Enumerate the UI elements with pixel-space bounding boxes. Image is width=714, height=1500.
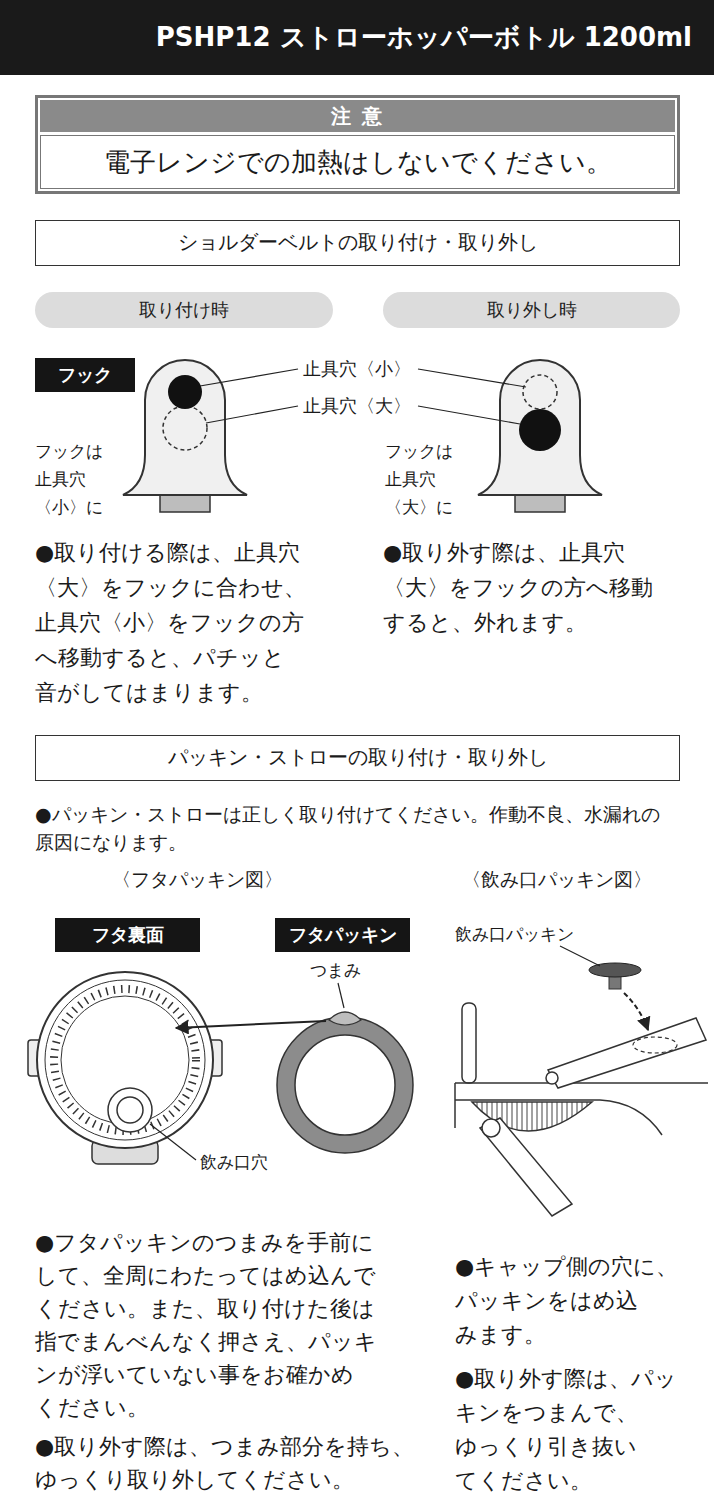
step-pill: 取り付け時 (35, 292, 333, 328)
figure-caption: 〈飲み口パッキン図〉 (462, 866, 652, 892)
section-heading: ショルダーベルトの取り付け・取り外し (35, 220, 680, 266)
gasket-knob (329, 1012, 361, 1025)
gasket-seat (633, 1037, 677, 1053)
box-text: 電子レンジでの加熱はしないでください。 (40, 135, 675, 189)
note-text: ●パッキン・ストローは正しく取り付けてください。作動不良、水漏れの 原因になりま… (35, 800, 660, 856)
part-label: 飲み口パッキン (455, 922, 574, 946)
buckle-remove (478, 360, 602, 512)
buckle-attach (123, 360, 247, 512)
leader-line (200, 369, 298, 386)
mouth-hole (108, 1088, 152, 1132)
lid-groove (45, 980, 205, 1140)
part-label: 止具穴〈大〉 (303, 394, 411, 418)
hinge (546, 1072, 558, 1084)
box-text: パッキン・ストローの取り付け・取り外し (168, 736, 548, 779)
instruction-text: ●取り外す際は、つまみ部分を持ち、 ゆっくり取り外してください。 (35, 1430, 414, 1496)
lid-gasket (176, 983, 413, 1153)
instruction-text: ●取り外す際は、止具穴 〈大〉をフックの方へ移動 すると、外れます。 (383, 535, 653, 640)
instruction-text: ●キャップ側の穴に、 パッキンをはめ込 みます。 (455, 1250, 678, 1352)
box-text: 取り付け時 (139, 292, 229, 328)
box-heading: 注 意 (40, 100, 675, 132)
instruction-text: ●取り付ける際は、止具穴 〈大〉をフックに合わせ、 止具穴〈小〉をフックの方 へ… (35, 535, 306, 710)
buckle-outline (478, 360, 602, 495)
lid-back (28, 972, 222, 1164)
straw-lever (480, 1118, 572, 1216)
hook (519, 409, 561, 451)
lid-rim (37, 972, 213, 1148)
gasket-outline (277, 1017, 413, 1153)
fit-arrow (176, 1021, 326, 1028)
box-text: 取り外し時 (487, 292, 577, 328)
part-tag: フタパッキン (275, 918, 410, 952)
gasket-ring (286, 1026, 404, 1144)
leader-line (338, 983, 344, 1008)
cap-post (462, 1003, 476, 1083)
hook (168, 375, 202, 409)
cap-illustration (455, 946, 708, 1216)
box-text: フタ裏面 (92, 918, 164, 952)
hook-note: フックは 止具穴 〈大〉に (385, 437, 453, 521)
part-tag: フック (35, 358, 135, 392)
mouth-gasket-head (589, 963, 641, 977)
leader-line (560, 946, 600, 966)
leader-line (418, 369, 526, 387)
stopper-hole-small (523, 375, 557, 409)
fit-arrow (624, 993, 648, 1030)
lid-ribs (54, 989, 196, 1131)
leader-line (206, 406, 298, 423)
step-pill: 取り外し時 (383, 292, 680, 328)
section-heading: パッキン・ストローの取り付け・取り外し (35, 735, 680, 781)
part-label: 止具穴〈小〉 (303, 357, 411, 381)
instruction-text: ●フタパッキンのつまみを手前に して、全周にわたってはめ込んで ください。また、… (35, 1226, 377, 1424)
part-label: 飲み口穴 (200, 1150, 268, 1174)
leader-line (150, 1124, 196, 1160)
mouth-hole-inner (117, 1097, 143, 1123)
box-text: フック (58, 358, 112, 392)
cap-top (455, 1082, 708, 1084)
gasket-outline (295, 1035, 395, 1135)
figure-caption: 〈フタパッキン図〉 (112, 866, 283, 892)
caution-box: 注 意電子レンジでの加熱はしないでください。 (35, 95, 680, 194)
title-text: PSHP12 ストローホッパーボトル 1200ml (156, 20, 692, 54)
buckle-outline (123, 360, 247, 495)
spout-arm (548, 1018, 706, 1088)
box-text: ショルダーベルトの取り付け・取り外し (178, 221, 538, 264)
box-text: フタパッキン (289, 918, 397, 952)
part-label: つまみ (310, 958, 361, 982)
instruction-text: ●取り外す際は、パッ キンをつまんで、 ゆっくり引き抜い てください。 (455, 1362, 677, 1498)
part-tag: フタ裏面 (55, 918, 200, 952)
hook-note: フックは 止具穴 〈小〉に (35, 437, 103, 521)
leader-line (418, 406, 520, 424)
stopper-hole-large (163, 406, 207, 450)
title-bar (0, 0, 714, 75)
lever-pivot (482, 1119, 500, 1137)
